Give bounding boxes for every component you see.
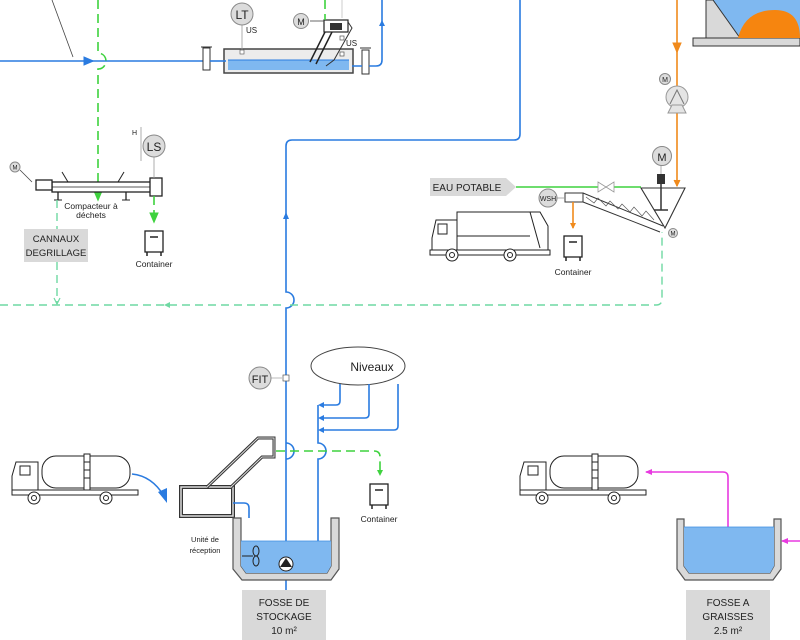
submersible-pump bbox=[278, 556, 294, 572]
lt-sub-label: US bbox=[246, 26, 257, 35]
reception-label-2: réception bbox=[190, 546, 221, 555]
cannaux-tag bbox=[24, 229, 88, 262]
channel-outlet bbox=[352, 0, 383, 67]
fosse-stockage-label-2: STOCKAGE bbox=[256, 612, 312, 623]
compactor-label-1: Compacteur à bbox=[64, 201, 118, 211]
cone-motor: M bbox=[668, 228, 678, 238]
discharge-arrow bbox=[158, 488, 167, 503]
ls-side-label: H bbox=[132, 130, 137, 137]
drain-arrow bbox=[53, 297, 61, 306]
gate-valve-left bbox=[201, 46, 212, 71]
reception-unit bbox=[179, 436, 276, 518]
sludge-arrow bbox=[673, 179, 681, 188]
container-label-3: Container bbox=[361, 514, 398, 524]
mixer-motor-label: M bbox=[657, 152, 666, 164]
fosse-graisses-tag bbox=[686, 590, 770, 640]
ls-label: LS bbox=[147, 140, 162, 154]
pump-motor: M bbox=[659, 73, 671, 85]
mechanical-screen: US bbox=[309, 19, 357, 67]
compactor-motor: M bbox=[9, 161, 33, 183]
sludge-tank bbox=[692, 0, 800, 47]
level-signal-2 bbox=[324, 384, 370, 419]
cannaux-label-1: CANNAUX bbox=[33, 234, 80, 245]
fosse-stockage-label-3: 10 m² bbox=[271, 626, 297, 637]
grease-suction-line bbox=[646, 471, 729, 527]
grease-inlet-arrow bbox=[781, 538, 788, 544]
mixer-propeller bbox=[242, 545, 260, 567]
drain-flow-arrow bbox=[164, 302, 170, 308]
eau-potable-tag bbox=[430, 178, 516, 196]
reception-outlet bbox=[233, 502, 250, 518]
container-label-1: Container bbox=[136, 259, 173, 269]
screen-channel bbox=[223, 48, 354, 74]
level-transmitter: LT US bbox=[230, 2, 257, 55]
level-signal-3 bbox=[324, 384, 399, 431]
drain-header bbox=[0, 232, 663, 306]
screw-conveyor bbox=[564, 192, 664, 233]
cannaux-label-2: DEGRILLAGE bbox=[26, 248, 87, 259]
reception-screenings-line bbox=[276, 450, 381, 474]
gate-valve-right bbox=[360, 47, 371, 75]
compactor-label-2: déchets bbox=[76, 210, 106, 220]
tanker-truck-left bbox=[11, 453, 139, 505]
flow-arrow bbox=[379, 20, 385, 26]
container-conveyor bbox=[563, 235, 583, 261]
wsh-label: WSH bbox=[540, 196, 556, 203]
eau-potable-label: EAU POTABLE bbox=[433, 183, 502, 194]
lt-label: LT bbox=[235, 8, 249, 22]
fosse-stockage-tag bbox=[242, 590, 326, 640]
conveyor-discharge-arrow bbox=[570, 223, 576, 229]
garbage-truck bbox=[429, 211, 551, 262]
level-probe-line bbox=[317, 405, 327, 542]
niveaux-label: Niveaux bbox=[350, 360, 393, 374]
fit-instrument: FIT bbox=[248, 366, 290, 390]
sludge-pump bbox=[665, 85, 689, 114]
screenings-line bbox=[93, 0, 107, 202]
leader-line bbox=[51, 0, 74, 58]
grease-arrow bbox=[645, 469, 652, 475]
fosse-stockage-label-1: FOSSE DE bbox=[259, 598, 310, 609]
potable-valve bbox=[597, 181, 615, 193]
mixer-motor: M bbox=[652, 146, 672, 166]
return-pipe bbox=[285, 0, 521, 640]
container-label-2: Container bbox=[555, 267, 592, 277]
fosse-graisses-label-2: GRAISSES bbox=[702, 612, 753, 623]
screen-us-label: US bbox=[346, 39, 357, 48]
signal-arrows bbox=[318, 402, 324, 433]
tanker-truck-right bbox=[519, 453, 647, 505]
niveaux-controller bbox=[310, 346, 406, 386]
compactor-motor-label: M bbox=[13, 166, 18, 172]
cone-motor-label: M bbox=[671, 232, 676, 238]
mixing-cone bbox=[640, 164, 686, 230]
waste-compactor bbox=[35, 171, 163, 201]
fosse-graisses-label-1: FOSSE A bbox=[707, 598, 750, 609]
flow-arrow-up bbox=[283, 212, 289, 219]
container-compactor bbox=[144, 230, 164, 256]
reception-label-1: Unité de bbox=[191, 535, 219, 544]
screenings-arrow bbox=[377, 470, 383, 476]
container-reception bbox=[369, 483, 389, 509]
washer-instrument: WSH bbox=[538, 188, 565, 208]
fit-label: FIT bbox=[252, 374, 269, 386]
grease-pit bbox=[676, 518, 782, 581]
screen-motor-label: M bbox=[297, 17, 305, 27]
level-signal-1 bbox=[324, 384, 341, 406]
level-switch: H LS bbox=[132, 127, 166, 178]
fosse-graisses-label-3: 2.5 m² bbox=[714, 626, 743, 637]
screen-motor: M bbox=[293, 13, 324, 29]
pump-motor-label: M bbox=[662, 77, 668, 84]
